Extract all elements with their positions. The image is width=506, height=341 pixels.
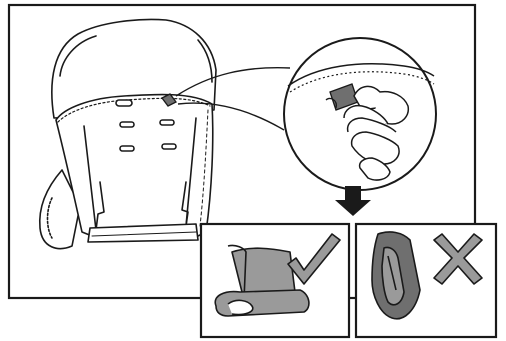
zoom-callout [284, 38, 436, 190]
correct-panel [201, 224, 349, 337]
incorrect-panel [356, 224, 496, 337]
loop-slot [160, 120, 174, 125]
seat-cover-illustration [40, 20, 216, 249]
loop-slot [116, 100, 132, 106]
loop-slot [120, 146, 134, 151]
loop-slot [120, 122, 134, 127]
loop-slot [162, 144, 176, 149]
